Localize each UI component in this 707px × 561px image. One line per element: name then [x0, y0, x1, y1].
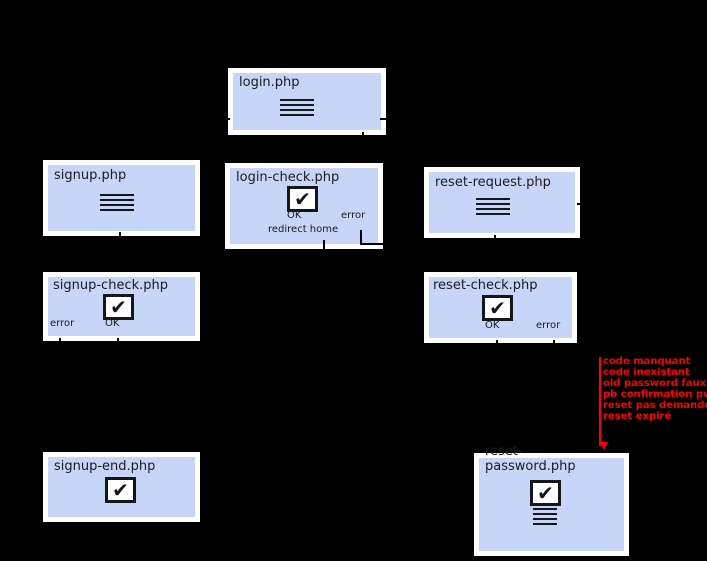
node-reset-request-label: reset-request.php: [435, 175, 551, 190]
node-reset-request: reset-request.php: [424, 167, 580, 238]
checkbox-checked-icon: ✔: [482, 295, 513, 321]
checkbox-checked-icon: ✔: [105, 477, 136, 503]
ok-label: OK: [105, 318, 120, 329]
node-reset-check: reset-check.php ✔ OK error: [424, 272, 577, 343]
node-signup-end: signup-end.php ✔: [43, 452, 200, 522]
node-login: login.php: [228, 68, 386, 135]
form-icon: [533, 508, 557, 528]
error-cause: code manquant: [603, 356, 691, 367]
node-signup-check-label: signup-check.php: [53, 278, 168, 293]
form-icon: [100, 194, 134, 214]
error-label: error: [341, 210, 366, 221]
edge-to-reset-request: [577, 95, 661, 205]
error-cause: code inexistant: [603, 367, 690, 378]
error-cause: reset pas demandé: [603, 400, 707, 411]
node-login-label: login.php: [239, 75, 300, 90]
checkbox-checked-icon: ✔: [103, 294, 134, 320]
node-login-check: login-check.php ✔ OK error redirect home: [225, 163, 383, 249]
error-cause: reset expiré: [603, 411, 672, 422]
form-icon: [476, 198, 510, 218]
form-icon: [280, 99, 314, 119]
node-reset-check-label: reset-check.php: [433, 278, 538, 293]
error-cause: pb confirmation pw: [603, 389, 707, 400]
ok-label: OK: [287, 210, 302, 221]
ok-label: OK: [485, 320, 500, 331]
error-causes-list: code manquant code inexistant old passwo…: [603, 356, 707, 422]
checkbox-checked-icon: ✔: [287, 186, 318, 212]
error-label: error: [50, 318, 75, 329]
node-reset-password: reset- password.php ✔: [474, 444, 629, 556]
node-signup-end-label: signup-end.php: [54, 459, 156, 474]
redirect-home-label: redirect home: [268, 224, 339, 235]
node-login-check-label: login-check.php: [236, 170, 340, 185]
node-signup: signup.php: [43, 160, 200, 236]
node-reset-password-label: reset- password.php: [485, 444, 576, 474]
error-label: error: [536, 320, 561, 331]
error-cause: old password faux: [603, 378, 707, 389]
node-signup-check: signup-check.php ✔ error OK: [43, 272, 200, 341]
node-signup-label: signup.php: [54, 168, 127, 183]
checkbox-checked-icon: ✔: [530, 480, 561, 506]
